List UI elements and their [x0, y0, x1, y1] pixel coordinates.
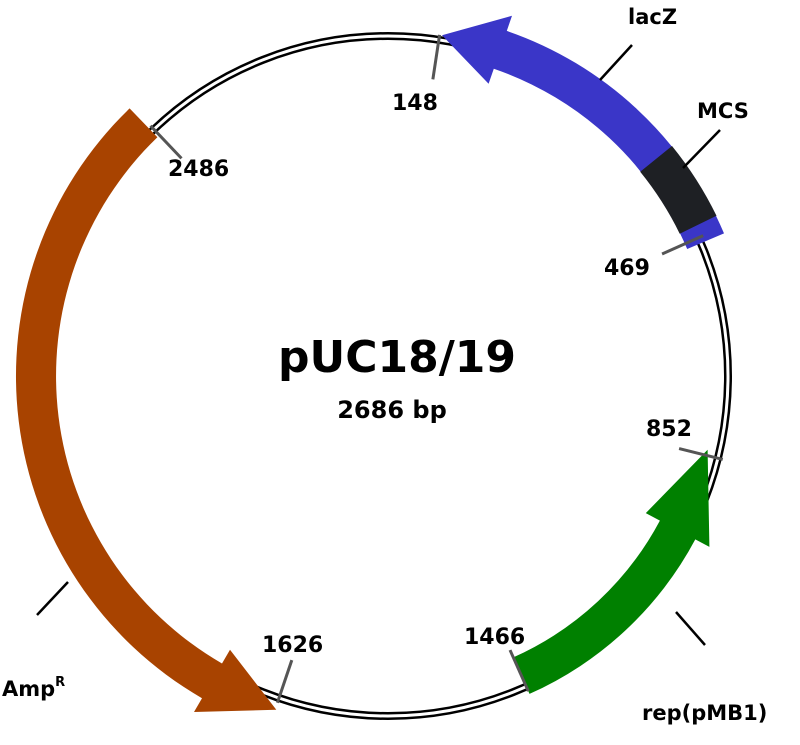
position-tick-469	[661, 234, 704, 256]
position-label-1626: 1626	[262, 633, 323, 658]
position-label-148: 148	[392, 91, 438, 116]
position-label-852: 852	[646, 417, 692, 442]
position-label-469: 469	[604, 256, 650, 281]
lacz-feature-arrow	[442, 15, 724, 249]
plasmid-size: 2686 bp	[337, 396, 447, 424]
mcs-feature-block	[640, 146, 717, 234]
lacz-leader-line	[599, 44, 633, 81]
position-tick-148	[431, 34, 442, 80]
amp-leader-line	[36, 581, 69, 616]
lacz-label: lacZ	[628, 5, 677, 29]
position-tick-1626	[275, 659, 294, 704]
rep-label: rep(pMB1)	[642, 701, 767, 725]
mcs-label: MCS	[697, 99, 749, 123]
position-label-1466: 1466	[464, 625, 525, 650]
rep-leader-line	[675, 611, 706, 646]
amp-label-superscript: R	[55, 675, 65, 690]
amp-label: AmpR	[2, 675, 65, 701]
position-tick-2486	[149, 124, 183, 160]
position-label-2486: 2486	[168, 157, 229, 182]
mcs-leader-line	[682, 129, 721, 169]
amp-feature-arrow	[15, 108, 277, 712]
position-tick-852	[678, 447, 724, 461]
rep-feature-arrow	[513, 449, 710, 694]
position-tick-1466	[508, 649, 530, 692]
plasmid-name: pUC18/19	[278, 332, 516, 383]
amp-label-text: Amp	[2, 677, 55, 701]
